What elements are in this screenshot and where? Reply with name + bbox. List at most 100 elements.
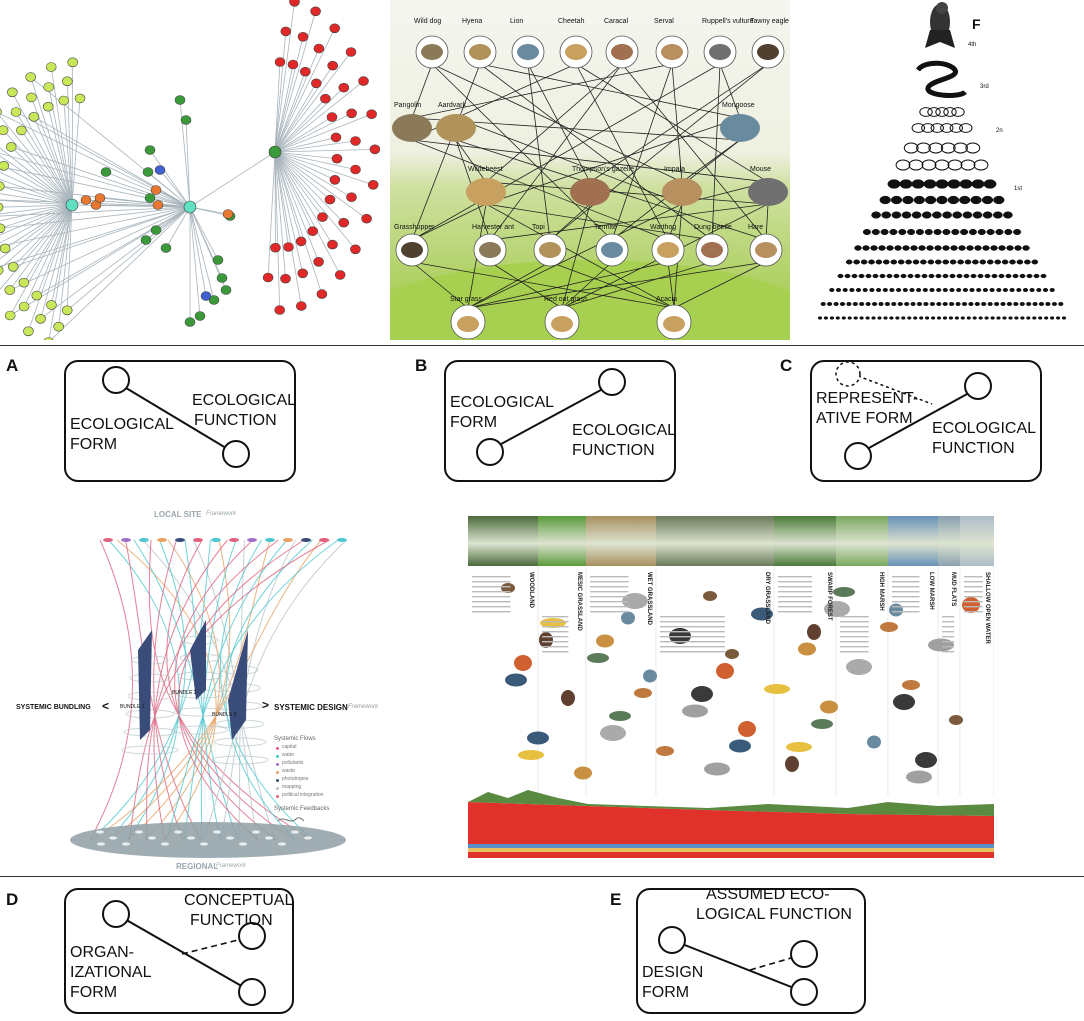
species-label: Ruppell's vulture [702, 18, 754, 25]
habitat-animal [785, 756, 799, 772]
habitat-text-blocks [472, 576, 983, 653]
pyramid-organism [959, 123, 973, 133]
pyramid-organism [982, 245, 990, 251]
pyramid-organism [994, 259, 1002, 265]
regional-node [226, 836, 234, 840]
pyramid-organism [918, 245, 926, 251]
pyramid-organism [968, 302, 974, 306]
panel-a-label-2: FORM [70, 436, 118, 453]
pyramid-organism [895, 316, 900, 320]
network-node [326, 112, 338, 122]
pyramid-organism [981, 195, 994, 205]
network-node [74, 93, 86, 104]
pyramid-organism [969, 288, 975, 292]
pyramid-organism [966, 245, 974, 251]
network-node [35, 313, 46, 324]
pyramid-organism [1049, 316, 1055, 320]
species-figure [401, 242, 423, 258]
species-label: Warthog [650, 224, 677, 231]
pyramid-organism [887, 179, 901, 189]
pyramid-organism [947, 159, 963, 171]
habitat-photo [538, 516, 586, 566]
species-label: Mouse [750, 166, 772, 173]
pyramid-organism [897, 259, 905, 265]
panel-e-label-1: ASSUMED ECO- [706, 886, 830, 903]
pyramid-organism [943, 107, 957, 117]
network-node [144, 145, 156, 155]
pyramid-organism [979, 259, 987, 265]
flow-swatch [276, 779, 279, 782]
species-figure [720, 114, 760, 142]
habitat-zone-label: LOW MARSH [928, 572, 934, 610]
pyramid-organism [901, 211, 912, 219]
habitat-photo [656, 516, 774, 566]
pyramid-organism [942, 228, 951, 236]
species-label: Star grass [450, 296, 482, 303]
flow-swatch [276, 787, 279, 790]
bundle-2-shape [190, 620, 206, 700]
network-node [46, 300, 57, 310]
network-node [316, 289, 328, 299]
pyramid-organism [949, 302, 955, 306]
pyramid-organism [972, 316, 977, 320]
pyramid-organism [995, 228, 1004, 236]
pyramid-organism [929, 302, 935, 306]
network-node [367, 180, 379, 190]
species-label: Serval [654, 18, 674, 25]
habitat-animal [915, 752, 937, 768]
pyramid-organism [833, 302, 839, 306]
species-figure [570, 178, 610, 206]
network-node [331, 153, 343, 164]
habitat-animal [833, 587, 855, 597]
regional-nodes [96, 830, 312, 846]
habitat-animal [820, 700, 838, 714]
pyramid-organism [953, 142, 968, 154]
panel-a-label-1: ECOLOGICAL [70, 416, 175, 433]
pyramid-organism [942, 273, 949, 279]
network-node [330, 132, 342, 143]
network-node [350, 164, 361, 175]
panel-d-diagram: CONCEPTUAL FUNCTION ORGAN- IZATIONAL FOR… [64, 888, 294, 1014]
pyramid-organism [1016, 259, 1024, 265]
pyramid-organism [835, 316, 840, 320]
pyramid-organism [889, 288, 895, 292]
pyramid-organism [959, 195, 971, 205]
network-node [100, 167, 112, 177]
habitat-zone-label: MESIC GRASSLAND [576, 572, 582, 631]
species-figure [662, 178, 702, 206]
network-node [369, 144, 380, 155]
pyramid-organism [889, 228, 898, 236]
pyramid-organism [844, 273, 851, 279]
habitat-animal [656, 746, 674, 756]
pyramid-organism [913, 195, 925, 205]
pyramid-organism [924, 316, 930, 320]
network-node [142, 167, 154, 177]
network-node [0, 125, 9, 135]
pyramid-organism [842, 288, 848, 292]
network-node [262, 272, 274, 283]
habitat-animal [518, 750, 544, 760]
pyramid-organism [982, 288, 988, 292]
panel-d-label-5: FORM [70, 984, 118, 1001]
network-node [350, 244, 361, 255]
panel-c-label-2: ATIVE FORM [816, 410, 913, 427]
pyramid-organism [920, 259, 927, 265]
panel-b-diagram: ECOLOGICAL FORM ECOLOGICAL FUNCTION [444, 360, 676, 482]
pyramid-organism [902, 288, 908, 292]
panel-d-label-3: ORGAN- [70, 944, 134, 961]
pyramid-organism [968, 228, 977, 236]
panel-c-label-3: ECOLOGICAL [932, 420, 1037, 437]
network-node [0, 265, 4, 275]
network-node [152, 200, 164, 210]
network-node [26, 92, 37, 103]
pyramid-organism [907, 228, 916, 236]
pyramid-organism [919, 107, 933, 117]
pyramid-organism [1026, 273, 1033, 279]
pyramid-organism [1049, 288, 1055, 292]
pyramid-organism [882, 259, 890, 265]
pyramid-organism [990, 245, 998, 251]
pyramid-organism [1029, 288, 1035, 292]
pyramid-organism [859, 302, 865, 306]
